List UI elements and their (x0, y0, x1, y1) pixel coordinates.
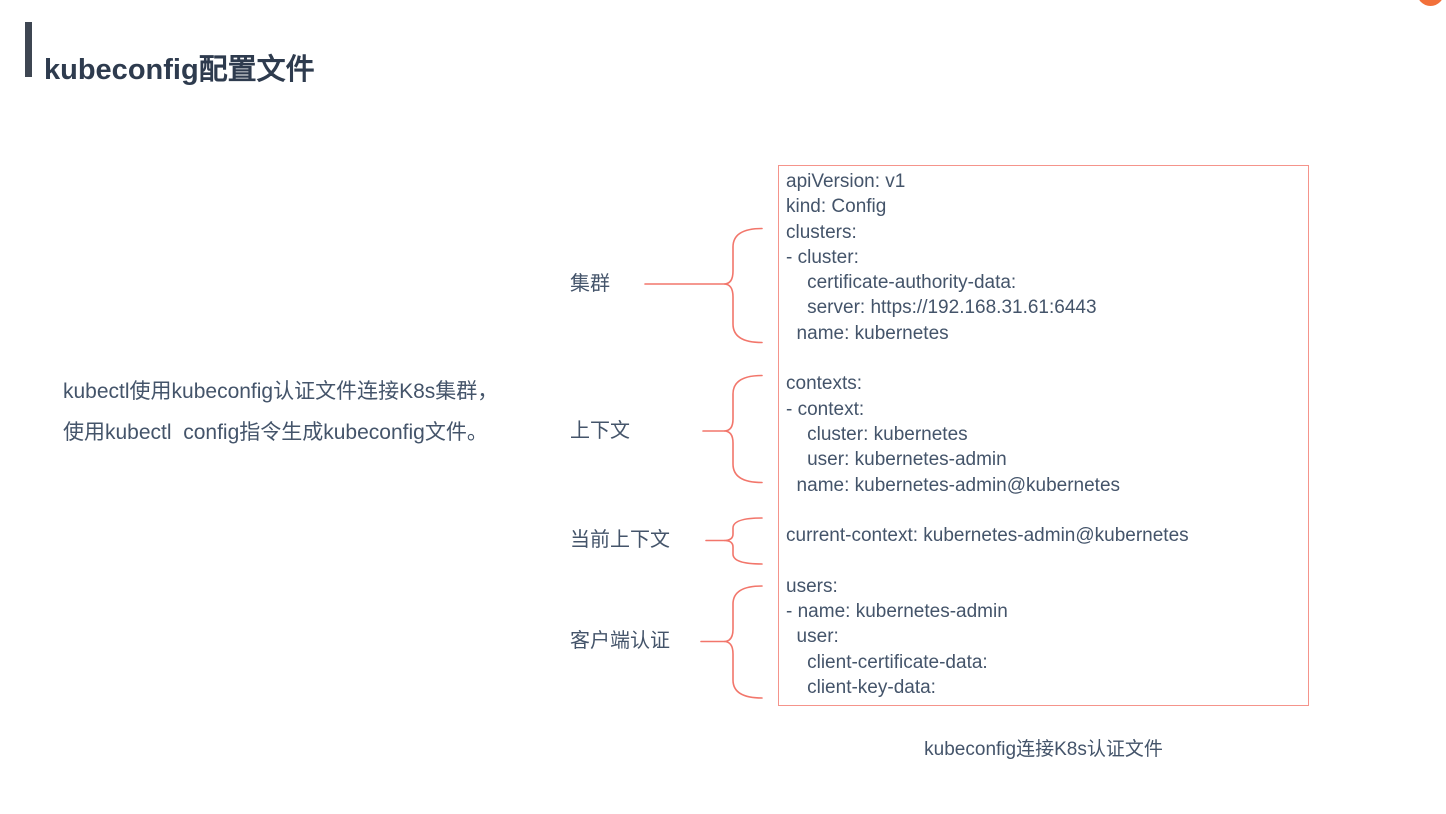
annotation-label-cluster: 集群 (570, 273, 610, 295)
intro-line-2: 使用kubectl config指令生成kubeconfig文件。 (63, 421, 488, 444)
kubeconfig-code: apiVersion: v1 kind: Config clusters: - … (786, 171, 1189, 698)
brace-client-auth (700, 585, 763, 699)
intro-paragraph: kubectl使用kubeconfig认证文件连接K8s集群， 使用kubect… (63, 371, 498, 453)
brace-context (702, 374, 763, 484)
brace-current-context (705, 517, 763, 565)
title-accent-bar (25, 22, 32, 77)
brace-cluster (644, 227, 763, 344)
kubeconfig-code-box: apiVersion: v1 kind: Config clusters: - … (778, 165, 1309, 706)
intro-line-1: kubectl使用kubeconfig认证文件连接K8s集群， (63, 380, 499, 403)
figure-caption: kubeconfig连接K8s认证文件 (924, 739, 1163, 760)
annotation-label-context: 上下文 (570, 420, 630, 442)
page-title: kubeconfig配置文件 (44, 54, 315, 87)
annotation-label-client-auth: 客户端认证 (570, 630, 670, 652)
annotation-label-current-context: 当前上下文 (570, 529, 670, 551)
orange-dot-icon (1417, 0, 1444, 6)
